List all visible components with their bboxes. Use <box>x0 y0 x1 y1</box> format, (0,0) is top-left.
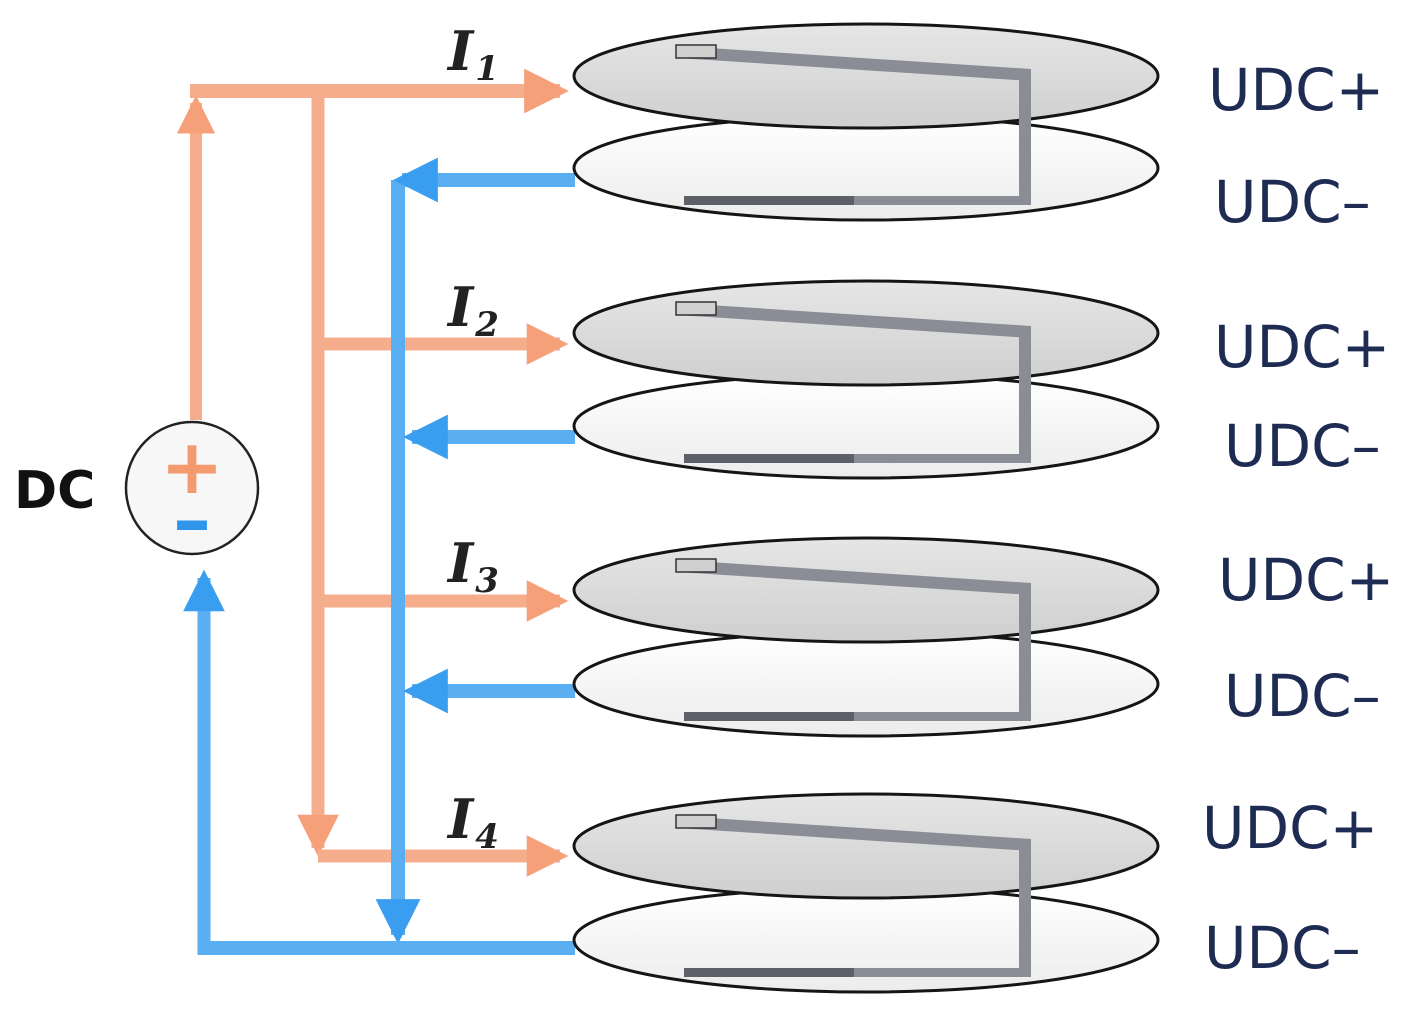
lower-electrode-pad <box>684 196 854 205</box>
lower-terminal-label: UDC– <box>1224 662 1381 730</box>
lower-electrode-pad <box>684 454 854 463</box>
upper-plate <box>572 22 1160 130</box>
upper-electrode-strip <box>678 560 1031 595</box>
electrode-connector-top <box>1019 326 1031 388</box>
lower-electrode-pad <box>684 712 854 721</box>
current-label-subscript: 2 <box>474 305 499 345</box>
lower-electrode-pad <box>684 968 854 977</box>
current-label-main: I <box>446 275 475 339</box>
dc-minus-symbol: – <box>173 475 211 564</box>
current-label-3: I3 <box>446 531 499 601</box>
current-label-subscript: 4 <box>475 817 499 857</box>
current-label-2: I2 <box>446 275 499 345</box>
upper-electrode-tab <box>675 301 717 316</box>
current-label-subscript: 3 <box>475 561 499 601</box>
current-label-main: I <box>446 787 475 851</box>
upper-plate <box>572 536 1160 644</box>
upper-electrode-tab <box>675 44 717 59</box>
upper-electrode-tab <box>675 814 717 829</box>
dc-source-circle <box>124 420 260 556</box>
upper-electrode-strip <box>678 816 1031 851</box>
upper-terminal-label: UDC+ <box>1214 313 1390 381</box>
current-label-4: I4 <box>446 787 499 857</box>
upper-terminal-label: UDC+ <box>1202 794 1378 862</box>
positive-wiring <box>176 68 569 877</box>
upper-plate <box>572 279 1160 387</box>
plate-stack-3: I3 UDC+ UDC– <box>446 531 1394 738</box>
current-label-main: I <box>446 19 475 83</box>
current-label-1: I1 <box>446 19 499 89</box>
lower-terminal-label: UDC– <box>1214 168 1371 236</box>
lower-terminal-label: UDC– <box>1224 412 1381 480</box>
dc-source: + – DC <box>14 420 260 564</box>
current-label-main: I <box>446 531 475 595</box>
upper-terminal-label: UDC+ <box>1218 546 1394 614</box>
dc-source-label: DC <box>14 461 95 521</box>
dc-plus-symbol: + <box>160 422 224 511</box>
upper-electrode-strip <box>678 46 1031 81</box>
electrode-connector-top <box>1019 839 1031 901</box>
electrode-connector-top <box>1019 583 1031 645</box>
upper-plate <box>572 792 1160 900</box>
upper-electrode-strip <box>678 303 1031 338</box>
plate-stack-4: I4 UDC+ UDC– <box>446 787 1378 994</box>
upper-terminal-label: UDC+ <box>1208 56 1384 124</box>
lower-terminal-label: UDC– <box>1204 914 1361 982</box>
current-label-subscript: 1 <box>475 49 499 89</box>
negative-wiring <box>183 157 575 955</box>
electrode-connector-top <box>1019 69 1031 131</box>
upper-electrode-tab <box>675 558 717 573</box>
